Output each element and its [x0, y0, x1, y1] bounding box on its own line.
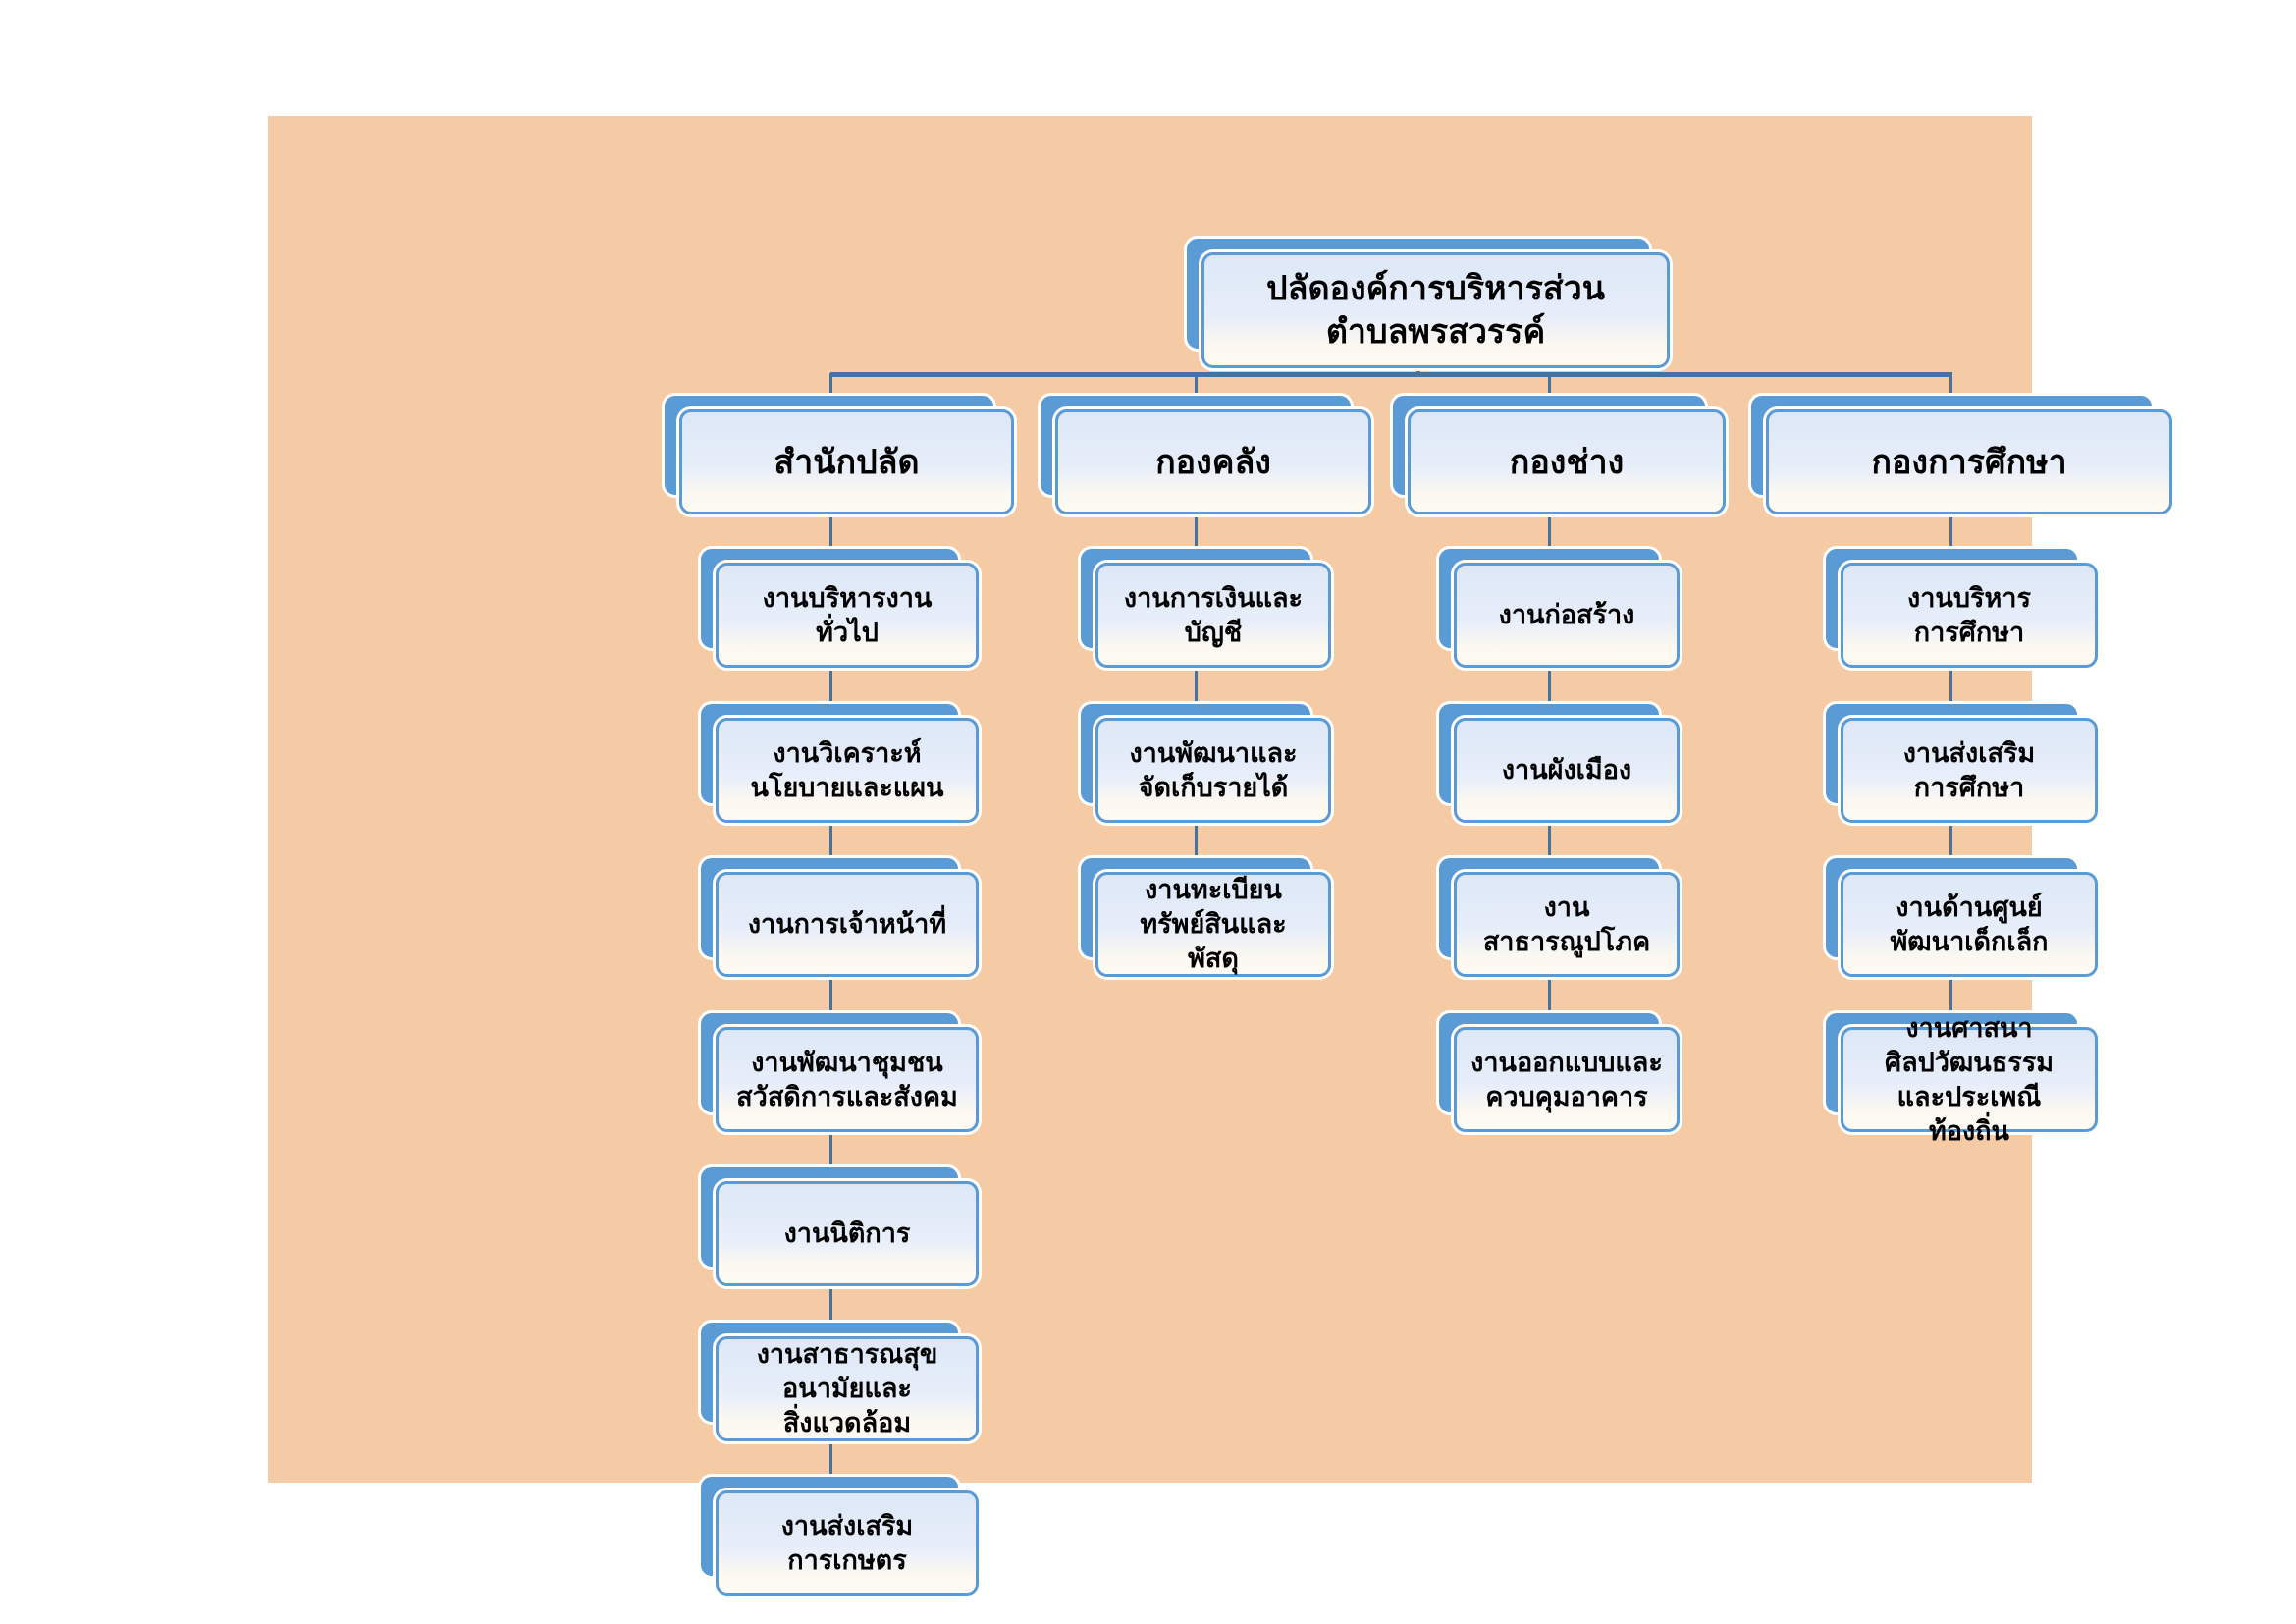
unit-node: งานผังเมือง	[1436, 701, 1680, 823]
unit-node: งานส่งเสริม การศึกษา	[1823, 701, 2098, 823]
unit-node: งาน สาธารณูปโภค	[1436, 855, 1680, 977]
unit-box: งานพัฒนาชุมชน สวัสดิการและสังคม	[716, 1027, 979, 1132]
unit-label: งานออกแบบและ ควบคุมอาคาร	[1470, 1047, 1663, 1111]
dept-node-finance: กองคลัง	[1038, 393, 1371, 514]
dept-label: สำนักปลัด	[774, 443, 920, 481]
connector-rail	[830, 372, 1952, 377]
dept-box: กองการศึกษา	[1766, 409, 2172, 514]
unit-label: งานก่อสร้าง	[1498, 600, 1635, 629]
unit-box: งานผังเมือง	[1454, 718, 1680, 823]
dept-label: กองคลัง	[1155, 443, 1271, 481]
unit-box: งานก่อสร้าง	[1454, 563, 1680, 668]
org-root-node: ปลัดองค์การบริหารส่วน ตำบลพรสวรรค์	[1184, 236, 1670, 368]
connector-spine-dept-1	[829, 461, 832, 1543]
unit-node: งานพัฒนาและ จัดเก็บรายได้	[1078, 701, 1331, 823]
unit-node: งานการเจ้าหน้าที่	[698, 855, 979, 977]
org-chart-canvas: ปลัดองค์การบริหารส่วน ตำบลพรสวรรค์ สำนัก…	[268, 116, 2172, 1596]
unit-node: งานทะเบียน ทรัพย์สินและ พัสดุ	[1078, 855, 1331, 977]
unit-label: งานวิเคราะห์ นโยบายและแผน	[750, 737, 944, 802]
unit-node: งานด้านศูนย์ พัฒนาเด็กเล็ก	[1823, 855, 2098, 977]
unit-node: งานก่อสร้าง	[1436, 546, 1680, 668]
unit-label: งานการเงินและ บัญชี	[1123, 582, 1304, 647]
unit-node: งานออกแบบและ ควบคุมอาคาร	[1436, 1010, 1680, 1132]
unit-node: งานการเงินและ บัญชี	[1078, 546, 1331, 668]
dept-box: กองคลัง	[1055, 409, 1371, 514]
unit-label: งานส่งเสริม การศึกษา	[1902, 737, 2036, 802]
unit-label: งานบริหารงาน ทั่วไป	[762, 582, 933, 647]
unit-node: งานบริหาร การศึกษา	[1823, 546, 2098, 668]
unit-box: งานศาสนา ศิลปวัฒนธรรม และประเพณี ท้องถิ่…	[1841, 1013, 2098, 1146]
unit-box: งานการเงินและ บัญชี	[1095, 563, 1331, 668]
unit-node: งานพัฒนาชุมชน สวัสดิการและสังคม	[698, 1010, 979, 1132]
unit-label: งานส่งเสริม การเกษตร	[780, 1510, 914, 1575]
unit-box: งาน สาธารณูปโภค	[1454, 872, 1680, 977]
unit-box: งานการเจ้าหน้าที่	[716, 872, 979, 977]
dept-box: กองช่าง	[1408, 409, 1726, 514]
dept-label: กองการศึกษา	[1871, 443, 2067, 481]
unit-label: งานผังเมือง	[1501, 755, 1632, 785]
unit-box: งานสาธารณสุข อนามัยและ สิ่งแวดล้อม	[716, 1336, 979, 1441]
unit-node: งานบริหารงาน ทั่วไป	[698, 546, 979, 668]
unit-label: งานทะเบียน ทรัพย์สินและ พัสดุ	[1140, 875, 1287, 973]
unit-label: งานศาสนา ศิลปวัฒนธรรม และประเพณี ท้องถิ่…	[1884, 1012, 2055, 1146]
dept-box: สำนักปลัด	[679, 409, 1014, 514]
unit-node: งานวิเคราะห์ นโยบายและแผน	[698, 701, 979, 823]
connector-spine-dept-2	[1195, 461, 1198, 924]
unit-box: งานพัฒนาและ จัดเก็บรายได้	[1095, 718, 1331, 823]
unit-box: งานส่งเสริม การศึกษา	[1841, 718, 2098, 823]
unit-box: งานออกแบบและ ควบคุมอาคาร	[1454, 1027, 1680, 1132]
org-root-box: ปลัดองค์การบริหารส่วน ตำบลพรสวรรค์	[1201, 252, 1670, 368]
org-root-label: ปลัดองค์การบริหารส่วน ตำบลพรสวรรค์	[1266, 270, 1605, 351]
unit-label: งานสาธารณสุข อนามัยและ สิ่งแวดล้อม	[756, 1339, 938, 1437]
unit-label: งานพัฒนาและ จัดเก็บรายได้	[1129, 737, 1298, 802]
unit-node: งานส่งเสริม การเกษตร	[698, 1474, 979, 1596]
unit-node: งานสาธารณสุข อนามัยและ สิ่งแวดล้อม	[698, 1320, 979, 1441]
dept-node-education: กองการศึกษา	[1748, 393, 2172, 514]
unit-box: งานส่งเสริม การเกษตร	[716, 1490, 979, 1596]
unit-label: งานการเจ้าหน้าที่	[747, 909, 947, 939]
unit-label: งาน สาธารณูปโภค	[1482, 892, 1651, 956]
dept-node-engineering: กองช่าง	[1390, 393, 1726, 514]
unit-label: งานนิติการ	[783, 1218, 911, 1248]
unit-box: งานนิติการ	[716, 1181, 979, 1286]
unit-node: งานนิติการ	[698, 1164, 979, 1286]
unit-box: งานบริหาร การศึกษา	[1841, 563, 2098, 668]
dept-label: กองช่าง	[1509, 443, 1625, 481]
unit-label: งานบริหาร การศึกษา	[1907, 582, 2031, 647]
dept-node-central-office: สำนักปลัด	[662, 393, 1014, 514]
unit-node: งานศาสนา ศิลปวัฒนธรรม และประเพณี ท้องถิ่…	[1823, 1010, 2098, 1146]
unit-label: งานด้านศูนย์ พัฒนาเด็กเล็ก	[1890, 892, 2049, 956]
unit-box: งานบริหารงาน ทั่วไป	[716, 563, 979, 668]
unit-box: งานวิเคราะห์ นโยบายและแผน	[716, 718, 979, 823]
unit-box: งานด้านศูนย์ พัฒนาเด็กเล็ก	[1841, 872, 2098, 977]
unit-box: งานทะเบียน ทรัพย์สินและ พัสดุ	[1095, 872, 1331, 977]
unit-label: งานพัฒนาชุมชน สวัสดิการและสังคม	[736, 1047, 958, 1111]
